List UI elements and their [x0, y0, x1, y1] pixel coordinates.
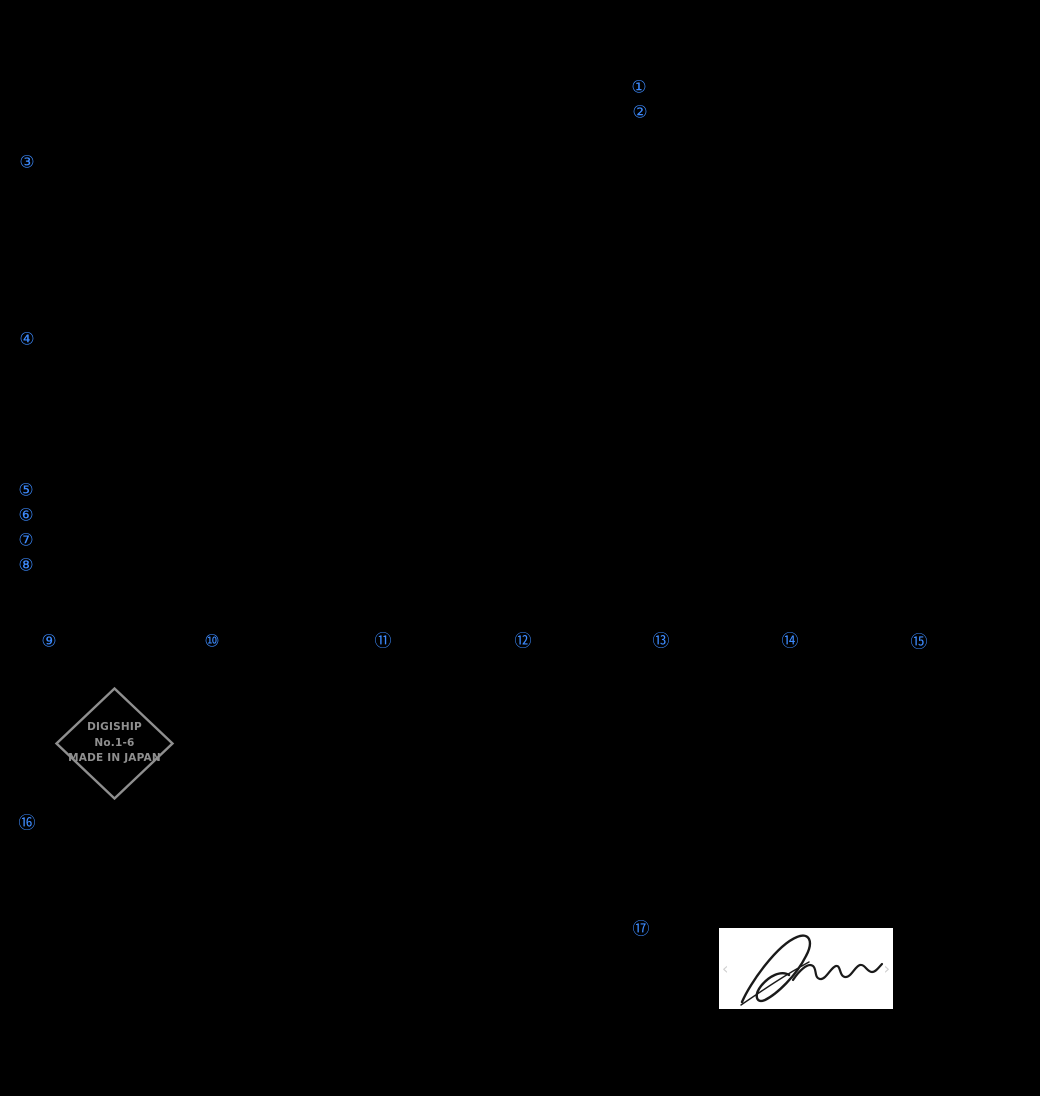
callout-13: ⑬ [652, 631, 670, 652]
diamond-outline-icon [54, 686, 175, 801]
callout-11: ⑪ [374, 631, 392, 652]
signature-box: ‹ › [719, 928, 893, 1009]
next-arrow-icon[interactable]: › [883, 958, 890, 978]
callout-15: ⑮ [910, 632, 928, 653]
stamp-line-2: No.1-6 [94, 736, 135, 749]
shipping-mark-stamp: DIGISHIP No.1-6 MADE IN JAPAN [54, 686, 175, 801]
callout-6: ⑥ [18, 505, 34, 526]
prev-arrow-icon[interactable]: ‹ [722, 958, 729, 978]
callout-7: ⑦ [18, 530, 34, 551]
stamp-line-3: MADE IN JAPAN [68, 752, 161, 765]
callout-9: ⑨ [41, 631, 57, 652]
callout-5: ⑤ [18, 480, 34, 501]
stamp-line-1: DIGISHIP [87, 721, 142, 734]
callout-10: ⑩ [204, 631, 220, 652]
callout-2: ② [632, 102, 648, 123]
callout-1: ① [631, 77, 647, 98]
callout-16: ⑯ [18, 813, 36, 834]
callout-8: ⑧ [18, 555, 34, 576]
callout-12: ⑫ [514, 631, 532, 652]
callout-4: ④ [19, 329, 35, 350]
callout-14: ⑭ [781, 631, 799, 652]
callout-3: ③ [19, 152, 35, 173]
signature-image [740, 934, 884, 1006]
callout-17: ⑰ [632, 919, 650, 940]
